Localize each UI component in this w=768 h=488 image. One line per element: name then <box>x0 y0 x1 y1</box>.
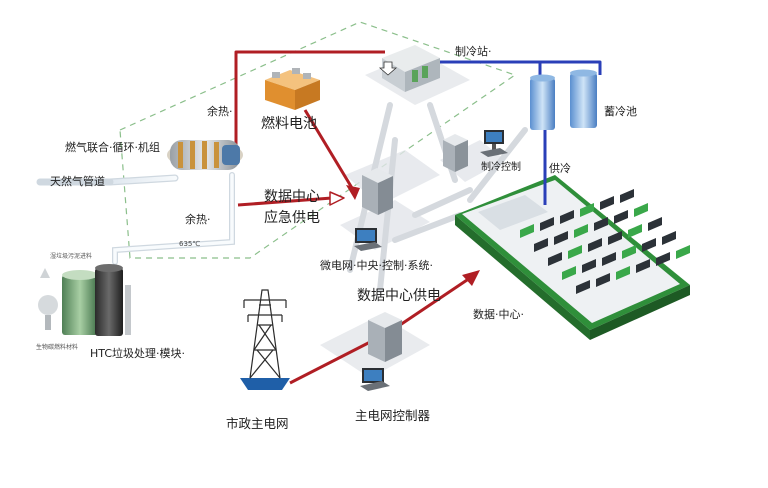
dc-emergency-label-1: 数据中心 <box>264 189 320 205</box>
main-grid-cabinet <box>360 312 402 391</box>
microgrid-label: 微电网·中央·控制·系统· <box>320 259 433 272</box>
cooling-station-label: 制冷站· <box>455 45 492 58</box>
cooling-supply-label: 供冷 <box>549 162 571 175</box>
htc-module <box>38 264 131 336</box>
cold-storage-tanks <box>530 69 597 130</box>
city-grid-label: 市政主电网 <box>226 416 289 431</box>
heat-pipes <box>36 172 235 265</box>
server-rack <box>642 238 656 252</box>
server-rack <box>608 231 622 245</box>
gas-pipeline-label: 天然气管道 <box>50 175 105 188</box>
server-rack <box>576 280 590 294</box>
server-rack <box>620 189 634 203</box>
transmission-tower <box>240 289 290 390</box>
server-rack <box>574 224 588 238</box>
server-rack <box>662 231 676 245</box>
server-rack <box>588 238 602 252</box>
server-rack <box>616 266 630 280</box>
server-rack <box>648 217 662 231</box>
server-rack <box>614 210 628 224</box>
cooling-control-label: 制冷控制 <box>481 162 521 173</box>
server-rack <box>580 203 594 217</box>
server-rack <box>596 273 610 287</box>
waste-heat-bottom-label: 余热· <box>185 213 211 226</box>
chiller-machine <box>378 45 440 92</box>
data-center-building <box>455 175 690 340</box>
gas-turbine <box>167 140 243 170</box>
fuel-cell-label: 燃料电池 <box>261 116 317 132</box>
htc-input-label: 湿垃圾污泥进料 <box>50 253 93 260</box>
server-rack <box>600 196 614 210</box>
server-rack <box>622 245 636 259</box>
server-rack <box>676 245 690 259</box>
cooling-control-cabinet <box>443 130 508 172</box>
data-center-label: 数据·中心· <box>473 308 524 321</box>
fuel-cell-unit <box>265 68 320 110</box>
server-rack <box>628 224 642 238</box>
server-rack <box>562 266 576 280</box>
htc-output-label: 生物碳燃料材料 <box>36 344 79 351</box>
server-rack <box>560 210 574 224</box>
power-lines <box>234 50 480 385</box>
server-racks <box>520 189 690 294</box>
server-rack <box>540 217 554 231</box>
server-rack <box>594 217 608 231</box>
server-rack <box>634 203 648 217</box>
dc-emergency-label-2: 应急供电 <box>264 210 320 226</box>
server-rack <box>582 259 596 273</box>
dc-power-label: 数据中心供电 <box>357 288 441 304</box>
server-rack <box>520 224 534 238</box>
waste-heat-top-label: 余热· <box>207 105 233 118</box>
server-rack <box>568 245 582 259</box>
server-rack <box>534 238 548 252</box>
gas-turbine-label: 燃气联合·循环·机组 <box>65 141 160 154</box>
temperature-label: 635℃ <box>179 240 201 248</box>
server-rack <box>636 259 650 273</box>
htc-module-label: HTC垃圾处理·模块· <box>90 347 186 360</box>
main-grid-controller-label: 主电网控制器 <box>355 408 431 423</box>
microgrid-server-cabinet <box>354 168 393 251</box>
server-rack <box>656 252 670 266</box>
server-rack <box>554 231 568 245</box>
cold-storage-label: 蓄冷池 <box>604 105 637 118</box>
server-rack <box>602 252 616 266</box>
server-rack <box>548 252 562 266</box>
